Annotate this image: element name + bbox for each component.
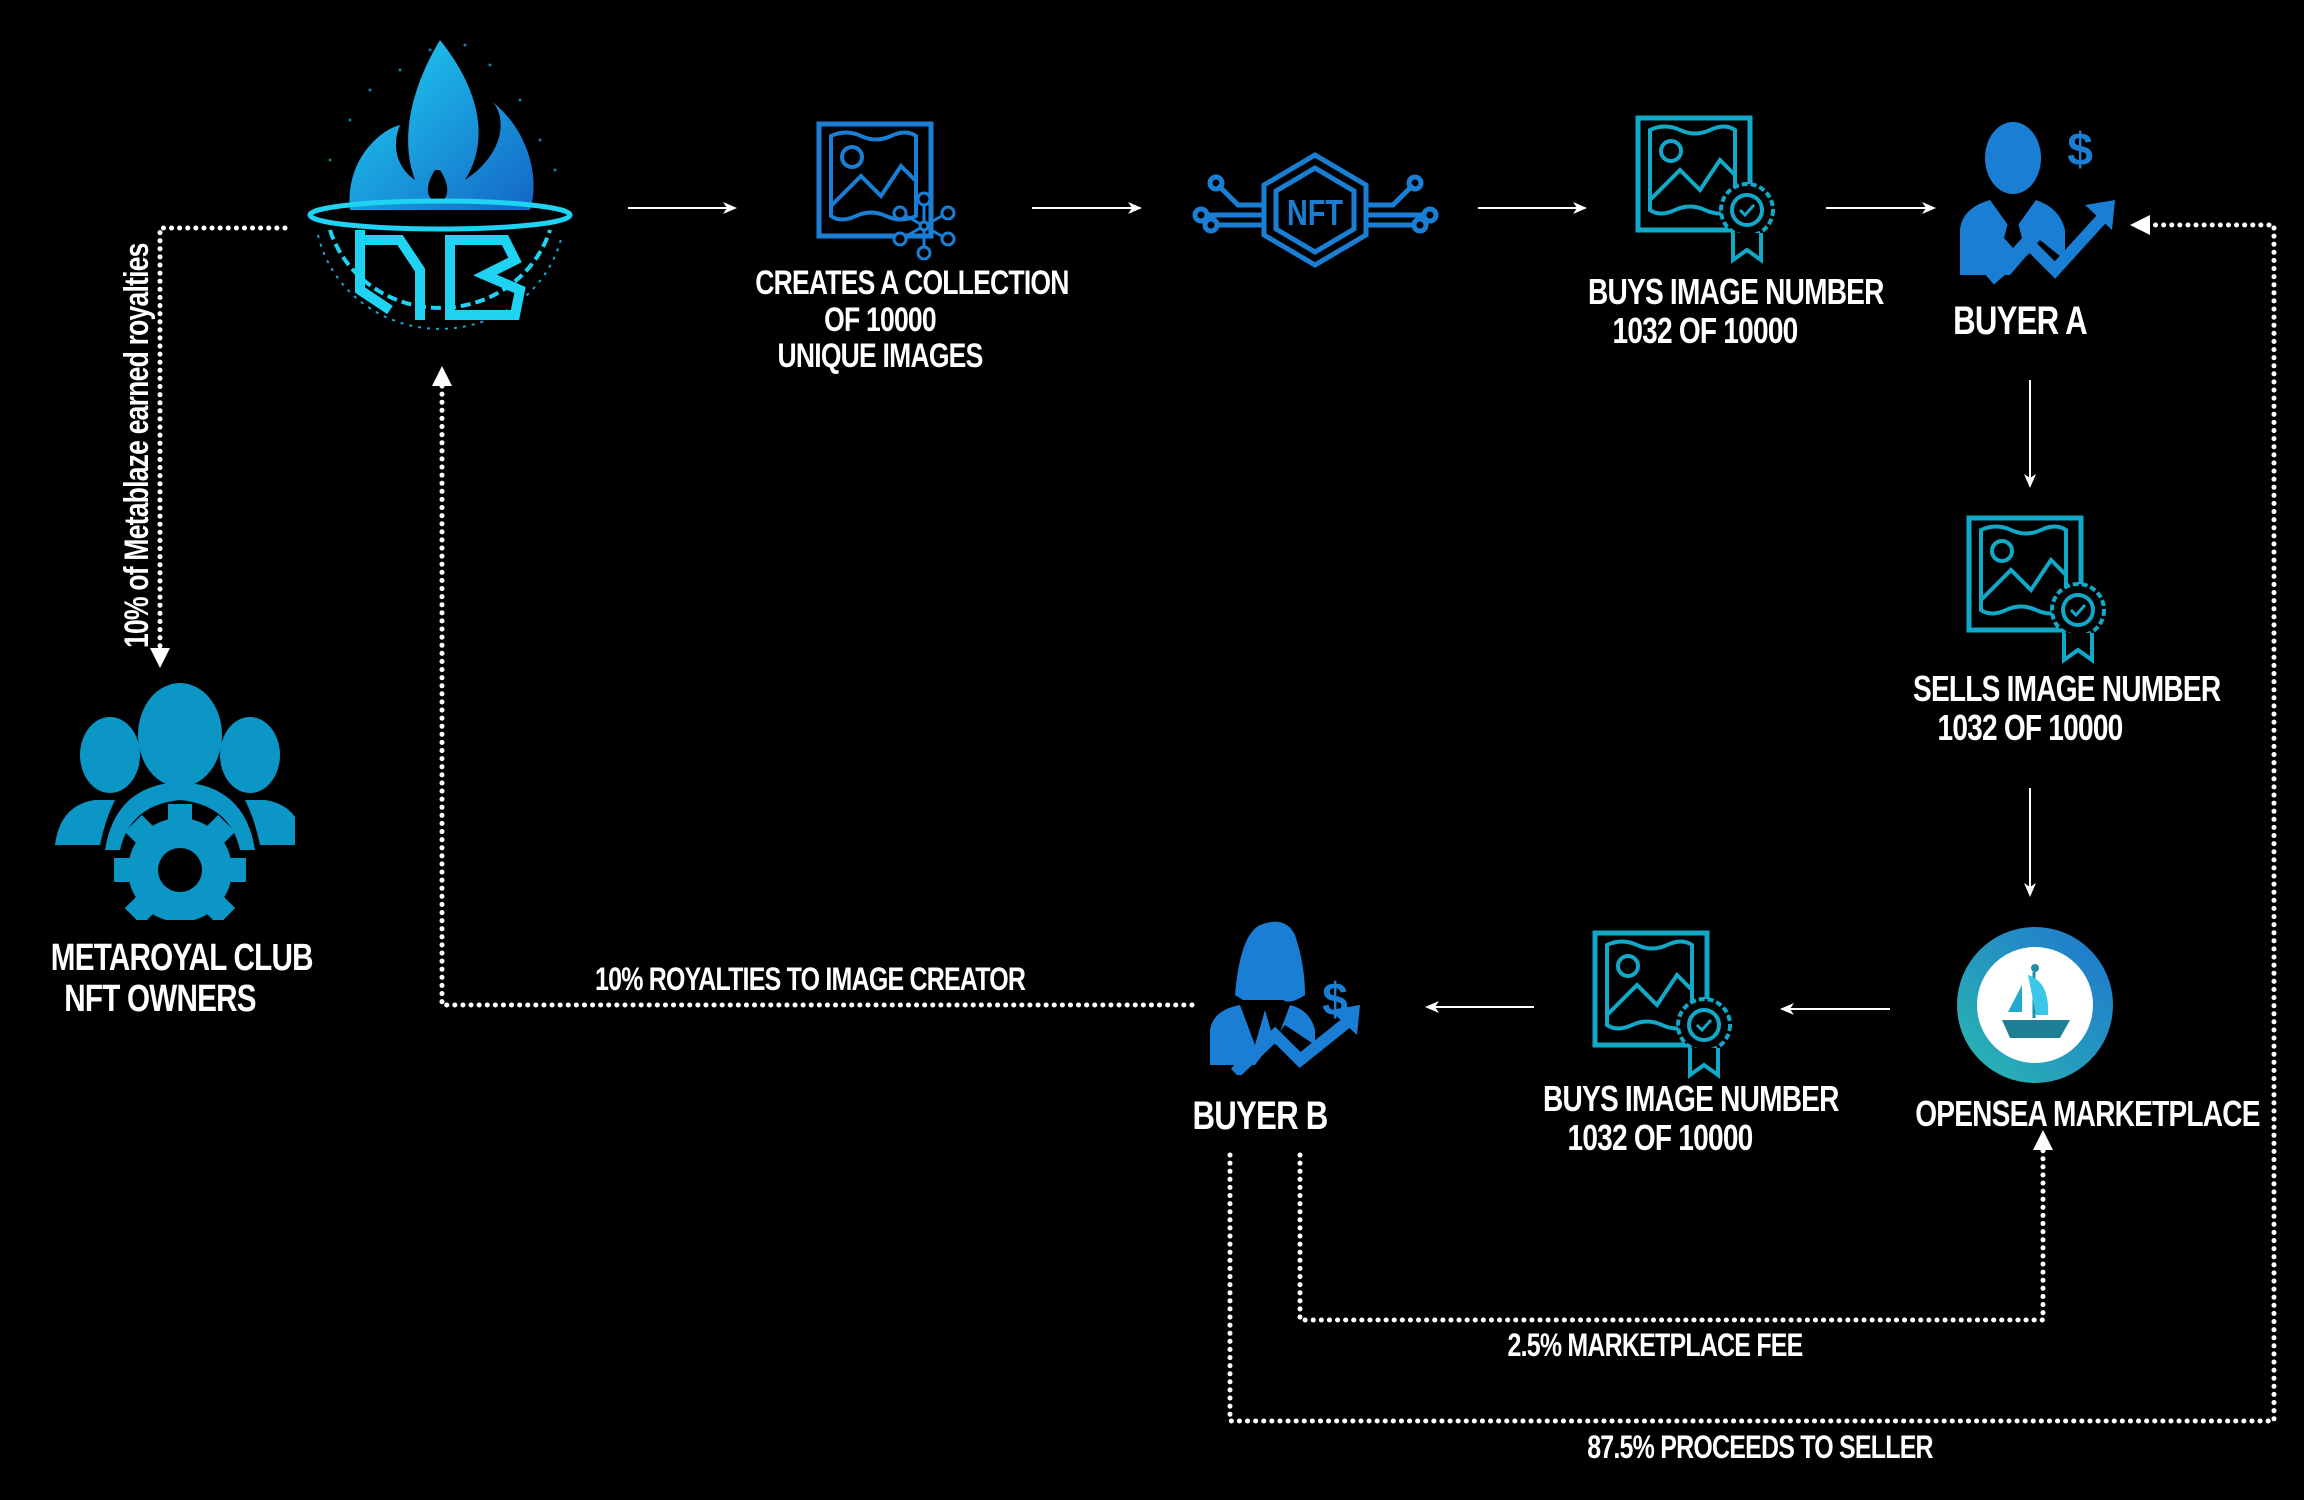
label-line: Buys image number	[1543, 1078, 1839, 1119]
label-line: 1032 of 10000	[1937, 706, 2123, 748]
metablaze-flame-logo	[307, 40, 573, 330]
certified-image-icon	[1966, 515, 2106, 664]
businesswoman-growth-icon: $	[1210, 921, 1360, 1075]
opensea-node: OpenSea Marketplace	[1880, 920, 2261, 1140]
image-network-icon	[816, 121, 956, 261]
opensea-ship-logo	[1957, 927, 2113, 1083]
businessman-growth-icon: $	[1960, 122, 2115, 285]
royalties-creator-label: 10% royalties to image creator	[595, 961, 1026, 997]
label-line: Sells image number	[1913, 668, 2221, 709]
label-line: of 10000	[824, 300, 936, 339]
nft-circuit-hexagon-icon: NFT	[1192, 152, 1439, 268]
group-gear-icon	[55, 683, 295, 920]
create-collection-label: Creates a collection of 10000 unique ima…	[755, 264, 1069, 376]
buyer-b-label: Buyer B	[1192, 1094, 1329, 1138]
buys-image-top-label: Buys image number 1032 of 10000	[1588, 271, 1884, 351]
nft-icon-text: NFT	[1287, 192, 1343, 233]
certified-image-icon	[1635, 115, 1775, 264]
dotted-logo-to-owners	[157, 225, 288, 653]
buyer-a-label: Buyer A	[1953, 299, 2088, 343]
label-line: 1032 of 10000	[1567, 1116, 1753, 1158]
nft-node: NFT	[1188, 150, 1443, 270]
buys-image-bottom-node: Buys image number 1032 of 10000	[1510, 930, 1839, 1170]
label-line: Buys image number	[1588, 271, 1884, 312]
opensea-label: OpenSea Marketplace	[1915, 1093, 2260, 1134]
dotted-buyerb-to-logo	[439, 377, 1195, 1008]
marketplace-fee-label: 2.5% marketplace fee	[1507, 1327, 1803, 1363]
arrowhead-logo	[432, 366, 452, 386]
buyer-a-node: $ Buyer A	[1950, 120, 2130, 360]
royalties-owners-label: 10% of Metablaze earned royalties	[118, 243, 156, 648]
label-line: unique images	[777, 337, 984, 376]
owners-node: MetaRoyal Club NFT Owners	[20, 670, 314, 1021]
label-line: 1032 of 10000	[1612, 309, 1798, 351]
arrowhead-buyer-a	[2130, 215, 2150, 235]
buyer-b-node: $ Buyer B	[1193, 915, 1385, 1145]
sells-image-label: Sells image number 1032 of 10000	[1913, 668, 2221, 748]
proceeds-seller-label: 87.5% proceeds to seller	[1587, 1429, 1933, 1465]
arrowhead-owners	[150, 648, 170, 668]
dotted-buyerb-to-opensea	[1297, 1147, 2046, 1323]
sells-image-node: Sells image number 1032 of 10000	[1880, 515, 2221, 765]
label-line: MetaRoyal Club	[50, 937, 314, 979]
label-line: NFT Owners	[64, 978, 256, 1021]
buys-image-bottom-label: Buys image number 1032 of 10000	[1543, 1078, 1839, 1158]
owners-label: MetaRoyal Club NFT Owners	[50, 937, 314, 1021]
arrowhead-opensea	[2033, 1130, 2053, 1150]
buys-image-top-node: Buys image number 1032 of 10000	[1555, 115, 1884, 365]
create-collection-node: Creates a collection of 10000 unique ima…	[720, 115, 1069, 376]
label-line: Creates a collection	[755, 264, 1069, 302]
certified-image-icon	[1592, 930, 1732, 1079]
metablaze-logo-node	[290, 30, 590, 350]
svg-text:$: $	[2067, 123, 2093, 175]
dotted-buyerb-to-buyer-a	[1227, 222, 2277, 1424]
